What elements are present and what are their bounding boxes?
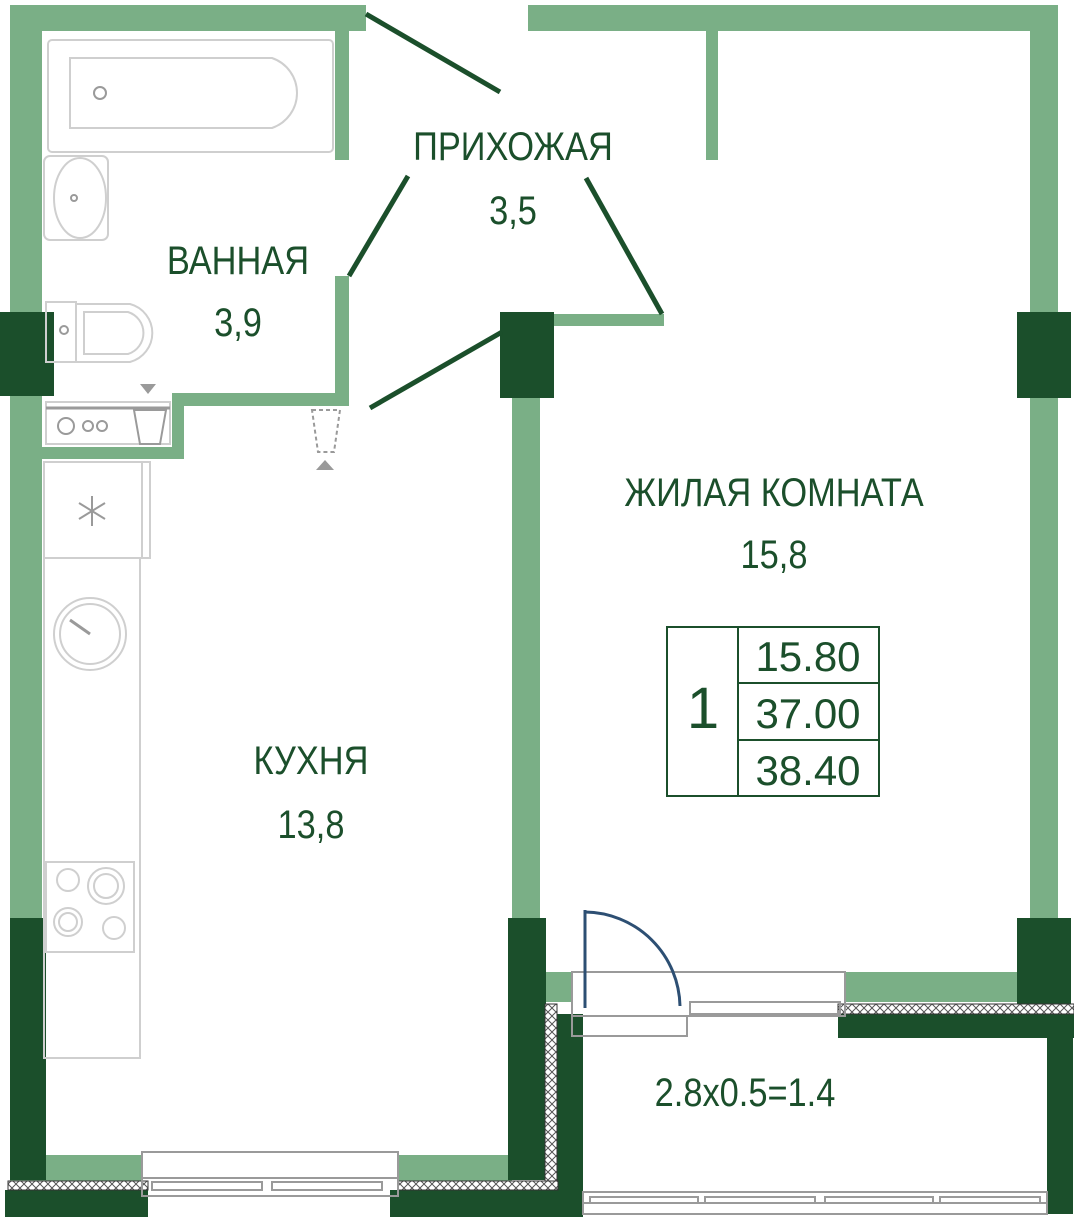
burner-icon xyxy=(58,912,78,932)
insulation-bottom-left xyxy=(7,1180,149,1191)
living-area-value: 15.80 xyxy=(755,633,860,680)
living-name: ЖИЛАЯ КОМНАТА xyxy=(624,470,923,515)
bathtub-basin xyxy=(69,57,298,129)
insulation-bottom-right xyxy=(397,1180,559,1191)
kitchen-sink-inner xyxy=(59,603,121,665)
burner-icon xyxy=(56,868,80,892)
snowflake-icon xyxy=(78,496,106,526)
window-balcony xyxy=(582,1191,1048,1215)
burner-icon xyxy=(93,873,119,899)
wall-right xyxy=(1030,5,1058,995)
kitchen-sink xyxy=(53,597,127,671)
total-with-balcony-value: 38.40 xyxy=(755,747,860,794)
sink-counter xyxy=(43,155,109,241)
wall-top-left xyxy=(10,5,366,31)
room-labels: ВАННАЯ 3,9 ПРИХОЖАЯ 3,5 ЖИЛАЯ КОМНАТА 15… xyxy=(167,124,924,1115)
stove xyxy=(45,861,135,953)
sink-drain-icon xyxy=(70,194,78,202)
sink xyxy=(53,157,107,239)
wall-hall-living xyxy=(552,314,664,326)
bathroom-area: 3,9 xyxy=(214,300,262,345)
toilet-button-icon xyxy=(59,325,69,335)
wall-bath-right-upper xyxy=(335,28,349,160)
kitchen-fixtures xyxy=(43,461,151,1059)
wall-bottom-middle xyxy=(390,1190,580,1217)
doors xyxy=(346,11,665,411)
balcony-wall-top xyxy=(838,1014,1074,1038)
kitchen-area: 13,8 xyxy=(278,802,345,847)
living-area: 15,8 xyxy=(741,532,808,577)
insulation xyxy=(7,1003,1074,1191)
wall-kitchen-bottom-left xyxy=(40,1155,142,1185)
wall-bath-bottom xyxy=(172,393,349,406)
door-bathroom xyxy=(346,174,411,278)
window-living xyxy=(571,971,846,1037)
windows xyxy=(141,971,1048,1215)
niche-cabinet xyxy=(45,401,171,445)
wall-kitchen-living xyxy=(512,395,540,920)
bathroom-name: ВАННАЯ xyxy=(167,238,309,283)
wall-niche-bottom xyxy=(40,447,184,459)
burner-icon xyxy=(102,916,126,940)
bathtub-drain-icon xyxy=(93,86,107,100)
hall-boiler xyxy=(310,409,342,453)
door-living xyxy=(583,176,665,316)
column-center xyxy=(500,312,554,398)
door-entrance xyxy=(364,11,502,95)
hallway-area: 3,5 xyxy=(489,188,537,233)
column-kitchen-left xyxy=(10,918,46,1180)
wall-living-bottom-right xyxy=(845,972,1030,1002)
boiler xyxy=(132,409,168,445)
knob-icon xyxy=(57,417,75,435)
area-summary-table: 1 15.80 37.00 38.40 xyxy=(666,626,880,797)
wall-bath-right-lower xyxy=(335,276,349,406)
knob-icon xyxy=(96,420,108,432)
fridge xyxy=(43,461,151,559)
kitchen-counter xyxy=(43,557,141,1059)
wall-top-right xyxy=(528,5,1058,31)
wall-niche-right xyxy=(172,393,184,459)
bathtub xyxy=(47,39,334,153)
knob-icon xyxy=(82,420,94,432)
wall-kitchen-bottom-right xyxy=(398,1155,512,1185)
toilet-seat xyxy=(83,311,145,355)
balcony-wall-left xyxy=(557,1014,583,1217)
niche-fixtures xyxy=(45,384,342,470)
balcony-wall-right xyxy=(1047,1014,1073,1214)
walls-light xyxy=(10,5,1058,1185)
burner-icon xyxy=(53,907,83,937)
wall-partition-stub xyxy=(706,28,718,160)
column-kitchen-right xyxy=(508,918,546,1180)
bathroom-fixtures xyxy=(43,39,334,363)
marker-triangle-icon xyxy=(140,384,156,394)
marker-triangle-icon xyxy=(316,460,334,470)
burner-icon xyxy=(87,867,125,905)
insulation-balcony-top xyxy=(837,1003,1074,1015)
hallway-name: ПРИХОЖАЯ xyxy=(413,124,613,169)
door-kitchen xyxy=(368,329,504,411)
balcony-label: 2.8x0.5=1.4 xyxy=(655,1070,836,1115)
door-balcony xyxy=(583,910,682,1008)
insulation-balcony-left xyxy=(544,1003,558,1187)
column-right xyxy=(1017,312,1071,398)
rooms-count: 1 xyxy=(687,676,719,741)
toilet-bowl xyxy=(75,303,154,363)
kitchen-name: КУХНЯ xyxy=(254,738,369,783)
total-area-value: 37.00 xyxy=(755,690,860,737)
column-living-bottom-right xyxy=(1017,918,1071,1004)
wall-bottom-left xyxy=(5,1190,148,1217)
window-kitchen xyxy=(141,1151,399,1197)
